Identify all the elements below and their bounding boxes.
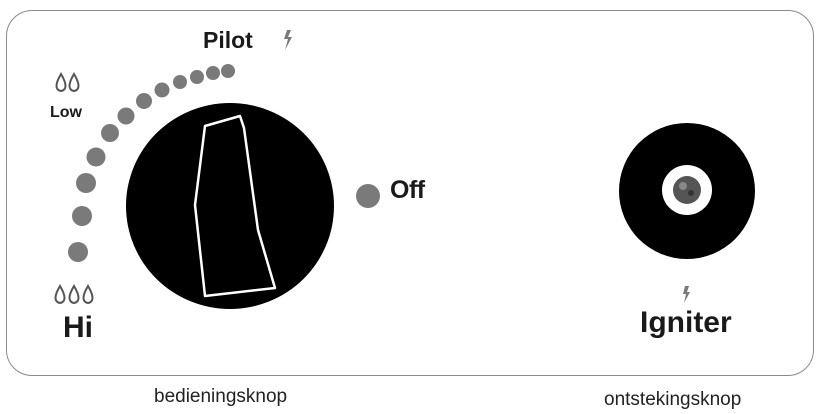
scale-dot bbox=[173, 75, 187, 89]
off-label: Off bbox=[390, 176, 425, 204]
hi-label: Hi bbox=[63, 311, 93, 344]
scale-dot bbox=[206, 66, 220, 80]
flame-drops-3-icon bbox=[54, 284, 94, 305]
scale-dot bbox=[190, 70, 204, 84]
off-dot bbox=[356, 184, 380, 208]
pilot-label: Pilot bbox=[203, 27, 253, 53]
knob-grip-outline bbox=[193, 114, 277, 298]
control-knob-caption: bedieningsknop bbox=[154, 386, 288, 407]
igniter-knob-caption: ontstekingsknop bbox=[604, 389, 742, 410]
scale-dot bbox=[154, 82, 170, 98]
control-knob[interactable] bbox=[126, 103, 334, 309]
scale-dot bbox=[86, 147, 106, 167]
scale-dot bbox=[101, 124, 119, 142]
flame-drops-2-icon bbox=[55, 72, 80, 93]
low-label: Low bbox=[50, 104, 82, 121]
igniter-spark-center bbox=[673, 176, 701, 204]
scale-dot bbox=[76, 173, 96, 193]
scale-dot bbox=[221, 64, 235, 78]
scale-dot bbox=[68, 242, 88, 262]
igniter-knob[interactable] bbox=[619, 123, 755, 259]
lightning-icon bbox=[683, 286, 690, 303]
scale-dot bbox=[72, 206, 92, 226]
scale-dot bbox=[117, 107, 135, 125]
igniter-label: Igniter bbox=[640, 306, 732, 339]
flame-scale-dots bbox=[68, 64, 235, 262]
scale-dot bbox=[136, 93, 152, 109]
lightning-icon bbox=[284, 30, 292, 50]
